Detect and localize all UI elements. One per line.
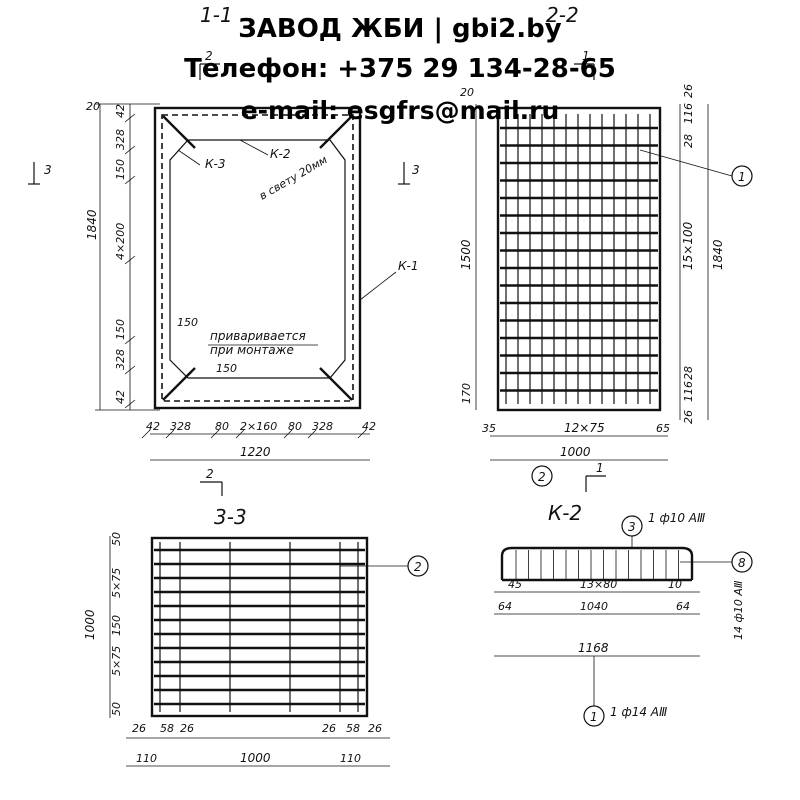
panel-2-2-outline [496, 106, 662, 412]
dim-2-2-bottom-1: 12×75 [564, 421, 605, 435]
cut-mark-3-right: 3 [412, 163, 420, 177]
dim-2-2-right-2: 28 [682, 134, 695, 148]
label-k1: К-1 [398, 259, 418, 273]
dim-2-2-170: 170 [460, 383, 473, 404]
section-1-1-title: 1-1 [200, 3, 233, 27]
dim-2-2-right-6: 26 [682, 410, 695, 424]
dim-bottom-6: 42 [362, 420, 376, 433]
dim-3-3-bottom-1: 58 [160, 722, 174, 735]
panel-outline [153, 106, 362, 410]
cut-mark-1-bottom: 1 [596, 461, 604, 475]
dim-3-3-left-3: 5×75 [110, 646, 123, 676]
dim-2-2-20: 20 [460, 86, 474, 99]
dim-left-20: 20 [86, 100, 100, 113]
dim-2-2-bottom-0: 35 [482, 422, 496, 435]
panel-3-3-outline [150, 536, 369, 718]
label-clear: в свету 20мм [257, 153, 330, 202]
dim-overall-1840: 1840 [85, 209, 99, 240]
dim-3-3-left-2: 150 [110, 615, 123, 636]
k2-top-bar-label: 1 ф10 АⅢ [648, 511, 705, 525]
dim-3-3-bottom2-1: 1000 [240, 751, 271, 765]
k2-inner-dim-1: 13×80 [580, 578, 617, 591]
section-2-2-title: 2-2 [546, 3, 579, 27]
inner-dim-150a: 150 [177, 316, 198, 329]
frame-k2-title: К-2 [548, 501, 582, 525]
label-k2: К-2 [270, 147, 290, 161]
dim-bottom-4: 80 [288, 420, 302, 433]
dim-2-2-1840: 1840 [711, 239, 725, 270]
k2-dim-row2-2: 64 [676, 600, 690, 613]
banner-phone: Телефон: +375 29 134-28-65 [184, 54, 616, 84]
dim-3-3-1000: 1000 [83, 609, 97, 640]
callout-2 [531, 465, 553, 487]
callout-2-text: 2 [538, 470, 546, 484]
dim-bottom-2: 80 [215, 420, 229, 433]
dim-left-7: 42 [114, 390, 127, 404]
dim-3-3-left-4: 50 [110, 702, 123, 716]
dim-overall-1220: 1220 [240, 445, 271, 459]
dim-bottom-1: 328 [170, 420, 191, 433]
section-2-2: 2-2 1 1 20 1500 170 261162815×1002811626… [459, 3, 753, 492]
callout-1-text: 1 [738, 170, 746, 184]
cut-mark-2-bottom: 2 [206, 467, 214, 481]
inner-dim-150b: 150 [216, 362, 237, 375]
dim-2-2-1000: 1000 [560, 445, 591, 459]
rebar-cage [161, 114, 354, 402]
dim-3-3-left-1: 5×75 [110, 568, 123, 598]
dim-3-3-bottom2-0: 110 [136, 752, 157, 765]
k2-side-bar-label: 14 ф10 АⅢ [732, 580, 745, 640]
section-3-3-title: 3-3 [214, 505, 247, 529]
cut-mark-2-top: 2 [205, 49, 213, 63]
k2-mark-8-text: 8 [738, 556, 746, 570]
dim-3-3-bottom2-2: 110 [340, 752, 361, 765]
cut-mark-1-top: 1 [582, 49, 590, 63]
k2-mark-1 [583, 705, 605, 727]
dim-left-4: 4×200 [114, 223, 127, 260]
k2-overall: 1168 [578, 641, 609, 655]
label-weld-2: при монтаже [210, 343, 294, 357]
section-1-1: 1-1 2 3 3 К-3 К-2 в свету 20мм К-1 прива… [28, 3, 420, 496]
k2-bottom-bar-label: 1 ф14 АⅢ [610, 705, 667, 719]
k2-top-bar [500, 546, 694, 580]
dim-2-2-right-1: 116 [682, 103, 695, 124]
dim-3-3-bottom-4: 58 [346, 722, 360, 735]
dim-2-2-right-3: 15×100 [681, 221, 695, 270]
dim-2-2-bottom-2: 65 [656, 422, 670, 435]
dim-3-3-bottom-0: 26 [132, 722, 146, 735]
dim-left-1: 42 [114, 104, 127, 118]
dim-3-3-left-0: 50 [110, 532, 123, 546]
dim-bottom-5: 328 [312, 420, 333, 433]
cut-mark-3-left: 3 [44, 163, 52, 177]
dim-2-2-right-0: 26 [682, 84, 695, 98]
dim-left-6: 328 [114, 349, 127, 370]
label-weld-1: приваривается [210, 329, 306, 343]
k2-inner-dim-2: 10 [668, 578, 682, 591]
dim-left-2: 328 [114, 129, 127, 150]
k2-mark-1-text: 1 [590, 710, 598, 724]
k2-inner-dim-0: 45 [508, 578, 522, 591]
callout-3-3-text: 2 [414, 560, 422, 574]
dim-3-3-bottom-2: 26 [180, 722, 194, 735]
label-k3: К-3 [205, 157, 225, 171]
k2-mark-3-text: 3 [628, 520, 636, 534]
dim-2-2-1500: 1500 [459, 239, 473, 270]
frame-k2: К-2 3 1 ф10 АⅢ 8 14 ф10 АⅢ 45 13×80 10 64 10… [494, 501, 753, 727]
dim-bottom-3: 2×160 [240, 420, 277, 433]
dim-3-3-bottom-5: 26 [368, 722, 382, 735]
dim-2-2-right-4: 28 [682, 366, 695, 380]
dim-3-3-bottom-3: 26 [322, 722, 336, 735]
dim-left-3: 150 [114, 159, 127, 180]
banner-company: ЗАВОД ЖБИ | gbi2.by [238, 14, 562, 44]
k2-dim-row2-0: 64 [498, 600, 512, 613]
k2-dim-row2-1: 1040 [580, 600, 608, 613]
dim-2-2-right-5: 116 [682, 381, 695, 402]
dim-left-5: 150 [114, 319, 127, 340]
banner-email: e-mail: esgfrs@mail.ru [240, 96, 560, 125]
dim-bottom-0: 42 [146, 420, 160, 433]
